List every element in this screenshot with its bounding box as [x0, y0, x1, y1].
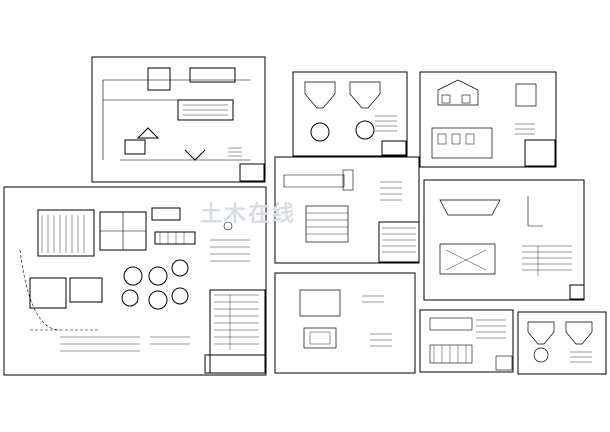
sheet-clarifier-detail[interactable]	[423, 179, 585, 301]
sheet-hopper-tank[interactable]	[517, 311, 607, 375]
sheet-plant-layout[interactable]	[3, 186, 267, 376]
watermark-text: 土木在线	[200, 202, 297, 227]
sheet-equipment-room[interactable]	[419, 309, 514, 373]
sheet-building-elevation[interactable]	[274, 272, 416, 374]
sheet-tank-sections[interactable]	[292, 71, 408, 157]
sheet-process-flow[interactable]	[91, 56, 266, 183]
sheet-filter-plan[interactable]	[274, 156, 420, 264]
sheet-pump-house[interactable]	[419, 71, 557, 168]
